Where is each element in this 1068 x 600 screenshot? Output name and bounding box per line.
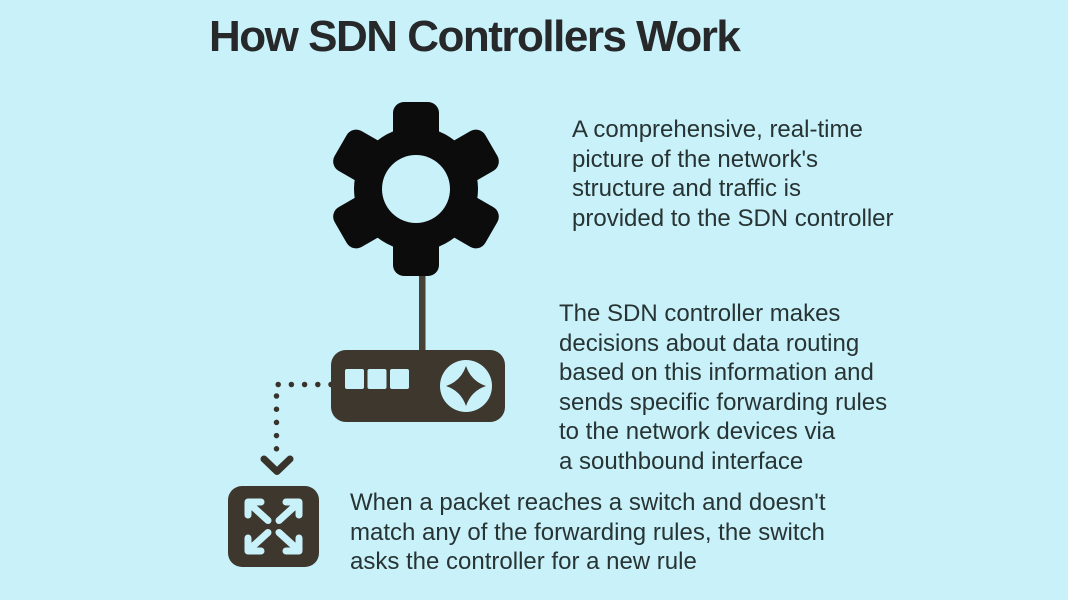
step-text-packet-miss: When a packet reaches a switch and doesn… [350,489,826,575]
four-point-star-icon [446,366,486,406]
gear-icon [328,101,504,277]
page-title: How SDN Controllers Work [209,12,741,61]
step-text-routing-decisions: The SDN controller makes decisions about… [559,300,888,475]
arrowhead-down-icon [260,455,294,475]
dotted-connector-line [273,381,334,456]
step-text-network-view: A comprehensive, real-time picture of th… [572,116,894,232]
expand-arrows-icon [228,486,319,567]
sdn-controller-icon [331,350,505,422]
solid-connector-line [419,268,426,354]
